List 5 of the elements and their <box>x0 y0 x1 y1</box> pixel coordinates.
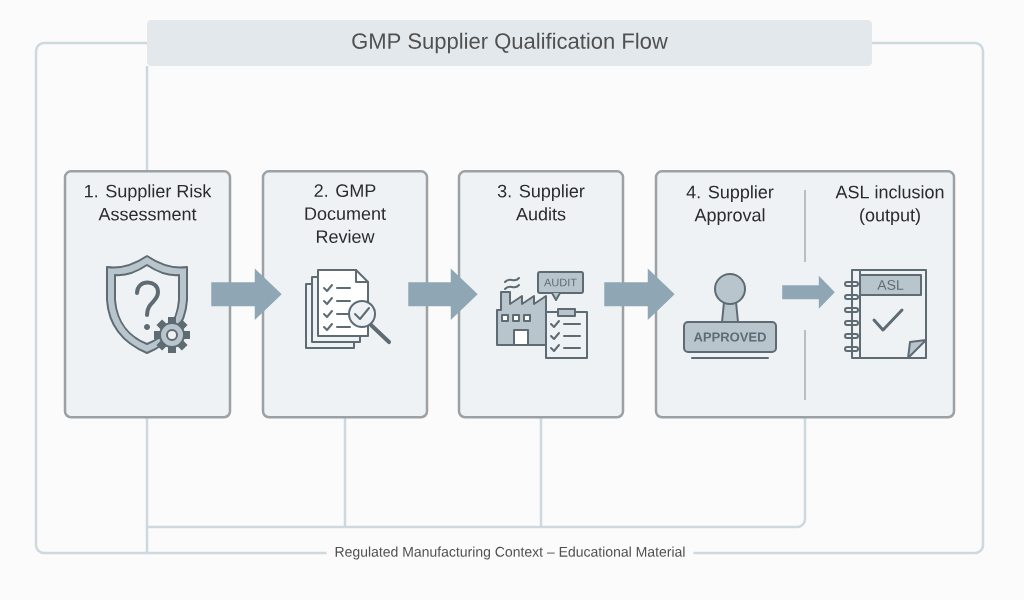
step-label: 4. Supplier Approval <box>686 185 774 225</box>
title-band: GMP Supplier Qualification Flow <box>147 20 872 66</box>
bubble-text: AUDIT <box>544 278 577 287</box>
caption: Regulated Manufacturing Context – Educational Material <box>326 543 694 563</box>
step-label: ASL inclusion (output) <box>835 185 944 225</box>
